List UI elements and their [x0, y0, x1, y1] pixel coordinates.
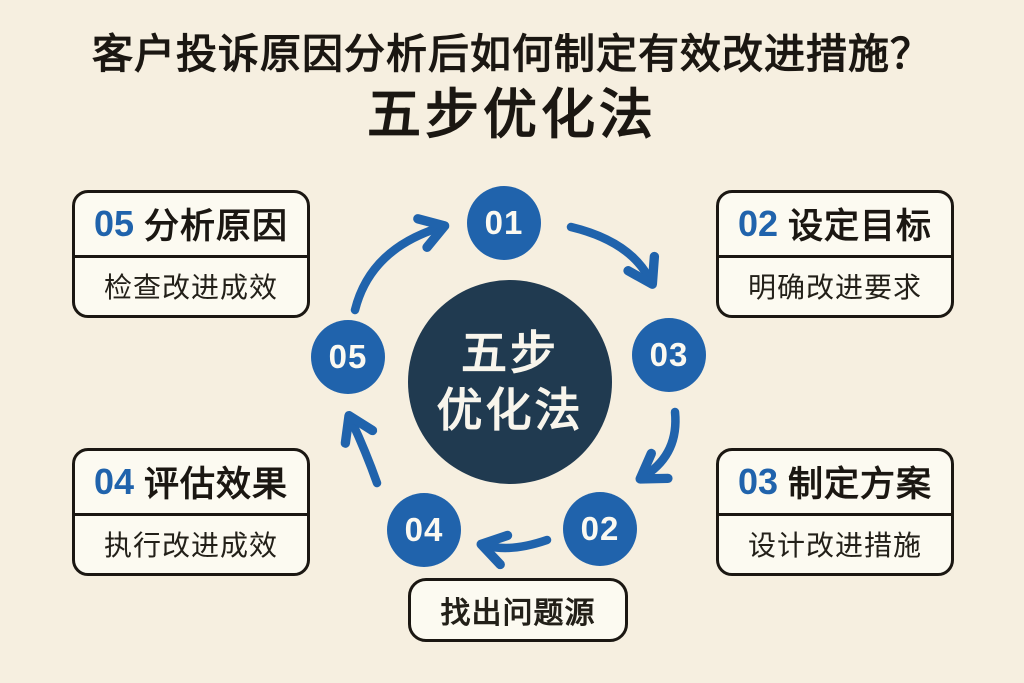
card-step-desc: 明确改进要求	[747, 272, 922, 304]
step-node-04: 04	[387, 493, 461, 567]
card-title-row: 03 制定方案	[719, 451, 951, 516]
card-step-number: 02	[737, 202, 779, 244]
center-circle-line2: 优化法	[436, 384, 584, 436]
card-step-title: 分析原因	[144, 207, 289, 247]
page-subtitle: 五步优化法	[367, 85, 657, 146]
step-node-05-label: 05	[328, 338, 368, 375]
card-step-desc: 执行改进成效	[103, 530, 278, 562]
card-desc-row: 明确改进要求	[719, 258, 951, 315]
step-node-02: 02	[563, 492, 637, 566]
card-desc-row: 执行改进成效	[75, 516, 307, 573]
card-step-03-make-plan: 03 制定方案 设计改进措施	[716, 448, 954, 576]
page-title: 客户投诉原因分析后如何制定有效改进措施？	[92, 31, 932, 77]
step-node-01-label: 01	[484, 204, 524, 241]
bottom-note-text: 找出问题源	[440, 597, 596, 630]
card-step-desc: 检查改进成效	[103, 272, 278, 304]
card-step-title: 制定方案	[788, 465, 933, 505]
card-step-title: 设定目标	[788, 207, 933, 247]
card-step-title: 评估效果	[144, 465, 289, 505]
center-circle-line1: 五步	[461, 326, 559, 379]
card-step-number: 03	[737, 460, 779, 502]
card-step-04-evaluate-effect: 04 评估效果 执行改进成效	[72, 448, 310, 576]
card-title-row: 04 评估效果	[75, 451, 307, 516]
arrow-04-to-05	[340, 410, 382, 488]
arrow-03-to-02	[635, 407, 680, 484]
card-step-05-analyze-cause: 05 分析原因 检查改进成效	[72, 190, 310, 318]
arrow-02-to-04	[476, 530, 552, 570]
card-desc-row: 检查改进成效	[75, 258, 307, 315]
step-node-03-label: 03	[649, 336, 689, 373]
card-desc-row: 设计改进措施	[719, 516, 951, 573]
step-node-03: 03	[632, 318, 706, 392]
bottom-note-find-problem-source: 找出问题源	[408, 578, 628, 642]
card-title-row: 02 设定目标	[719, 193, 951, 258]
step-node-04-label: 04	[404, 511, 444, 548]
arrow-01-to-03	[566, 222, 660, 289]
step-node-02-label: 02	[580, 510, 620, 547]
step-node-05: 05	[311, 320, 385, 394]
center-circle: 五步 优化法	[408, 280, 612, 484]
header: 客户投诉原因分析后如何制定有效改进措施？ 五步优化法	[0, 31, 1024, 146]
card-step-number: 04	[93, 460, 135, 502]
arrow-05-to-01	[350, 214, 450, 315]
card-step-desc: 设计改进措施	[747, 530, 922, 562]
card-step-number: 05	[93, 202, 135, 244]
card-title-row: 05 分析原因	[75, 193, 307, 258]
card-step-02-set-goal: 02 设定目标 明确改进要求	[716, 190, 954, 318]
step-node-01: 01	[467, 186, 541, 260]
